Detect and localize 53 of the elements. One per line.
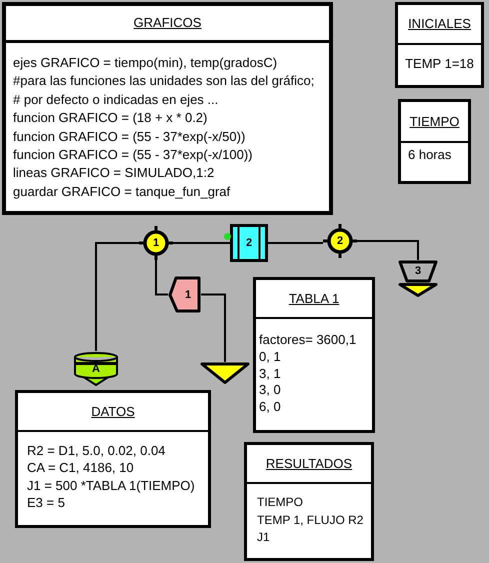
symbol-number: 1 [184, 289, 192, 301]
text-line: CA = C1, 4186, 10 [27, 459, 134, 477]
symbol-number: 3 [414, 265, 422, 277]
panel-title: GRAFICOS [134, 15, 202, 31]
text-line: 3, 0 [259, 382, 281, 400]
pentagon-symbol [168, 276, 201, 313]
text-line: # por defecto o indicadas en ejes ... [13, 90, 218, 109]
text-line: funcion GRAFICO = (55 - 37*exp(-x/100)) [13, 146, 253, 164]
connector-line [155, 260, 168, 296]
text-line: TEMP 1, FLUJO R2 [257, 512, 364, 528]
info-panel [2, 2, 333, 215]
panel-title: INICIALES [408, 16, 471, 32]
text-line: 0, 1 [259, 348, 281, 366]
text-line: J1 [257, 529, 270, 546]
symbol-number: 1 [152, 237, 160, 249]
connector-line [268, 242, 323, 244]
info-panel [15, 390, 211, 528]
text-line: 3, 1 [259, 366, 281, 382]
connector-line [357, 240, 419, 260]
text-line: #para las funciones las unidades son las del gráfico; [13, 72, 314, 90]
cylinder-symbol [73, 351, 119, 387]
connector-line [173, 242, 230, 244]
hopper-symbol [398, 260, 438, 298]
text-line: ejes GRAFICO = tiempo(min), temp(gradosC) [13, 54, 278, 72]
triangle-symbol [200, 362, 250, 385]
panel-title: DATOS [91, 404, 135, 420]
text-line: 6, 0 [259, 399, 281, 416]
symbol-number: 2 [246, 237, 252, 249]
text-line: funcion GRAFICO = (18 + x * 0.2) [13, 109, 208, 128]
info-panel [244, 442, 374, 561]
block-symbol [230, 224, 268, 262]
panel-title: TIEMPO [410, 114, 460, 130]
connector-line [95, 242, 139, 351]
info-panel [398, 99, 471, 184]
text-line: 6 horas [408, 146, 452, 163]
text-line: R2 = D1, 5.0, 0.02, 0.04 [27, 442, 166, 460]
info-panel [253, 277, 375, 433]
panel-title: TABLA 1 [288, 290, 340, 306]
symbol-number: 2 [336, 235, 344, 247]
junction-symbol [139, 226, 173, 260]
text-line: TIEMPO [257, 494, 304, 511]
text-line: TEMP 1=18 [405, 55, 474, 72]
text-line: funcion GRAFICO = (55 - 37*exp(-x/50)) [13, 128, 246, 146]
text-line: guardar GRAFICO = tanque_fun_graf [13, 182, 230, 201]
junction-symbol [323, 224, 357, 258]
text-line: E3 = 5 [27, 494, 65, 512]
text-line: J1 = 500 *TABLA 1(TIEMPO) [27, 476, 195, 494]
text-line: factores= 3600,1 [259, 332, 356, 349]
connector-line [201, 294, 226, 362]
symbol-number: A [92, 363, 100, 375]
text-line: lineas GRAFICO = SIMULADO,1:2 [13, 164, 214, 182]
panel-title: RESULTADOS [266, 456, 352, 472]
info-panel [395, 2, 484, 88]
